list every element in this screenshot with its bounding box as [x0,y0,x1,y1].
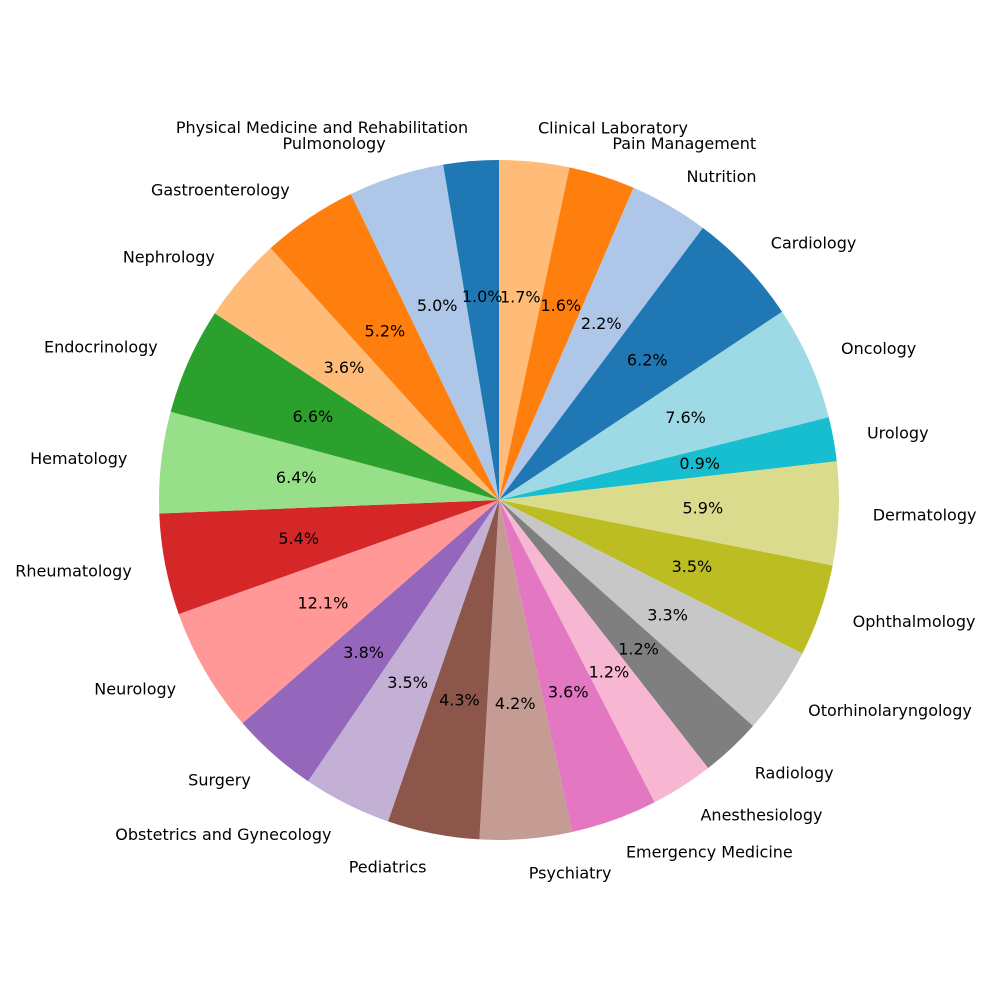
slice-percent-label: 3.8% [343,643,384,662]
slice-category-label: Urology [867,424,929,443]
pie-slice [499,160,570,500]
pie-slice [499,500,655,833]
slice-percent-label: 1.7% [500,288,541,307]
slice-category-label: Psychiatry [529,863,612,882]
pie-slice [242,500,499,782]
slice-percent-label: 3.6% [324,358,365,377]
pie-slice [499,500,709,803]
pie-slice [159,411,500,514]
pie-slice [308,500,499,822]
pie-slice [499,417,837,500]
slice-percent-label: 5.9% [683,499,724,518]
slice-category-label: Cardiology [771,234,857,253]
slice-percent-label: 12.1% [297,593,348,612]
slice-category-label: Anesthesiology [700,806,822,825]
pie-slice [170,313,500,500]
pie-slice [499,500,833,654]
slice-percent-label: 0.9% [679,454,720,473]
slice-category-label: Pulmonology [283,134,386,153]
slice-percent-label: 1.0% [462,287,503,306]
slice-percent-label: 5.4% [278,529,319,548]
slice-percent-label: 3.6% [548,682,589,701]
pie-slice [214,248,500,500]
pie-slice [499,500,803,726]
slice-category-label: Ophthalmology [853,612,976,631]
slice-category-label: Pain Management [612,134,756,153]
slice-category-label: Radiology [755,763,834,782]
slice-category-label: Hematology [30,449,127,468]
pie-slice [350,164,499,500]
pie-slice [387,500,499,840]
slice-percent-label: 4.2% [495,694,536,713]
slice-category-label: Emergency Medicine [626,842,793,861]
slice-percent-label: 5.2% [365,321,406,340]
slice-category-label: Obstetrics and Gynecology [115,825,331,844]
pie-slice [499,187,703,500]
slice-category-label: Rheumatology [15,562,132,581]
slice-category-label: Pediatrics [349,857,427,876]
slice-percent-label: 5.0% [417,296,458,315]
slice-category-label: Neurology [94,679,176,698]
pie-slice [499,311,829,500]
slice-percent-label: 6.4% [276,468,317,487]
slice-percent-label: 3.5% [672,557,713,576]
pie-slice [499,461,839,566]
slice-category-label: Dermatology [873,505,977,524]
slice-percent-label: 7.6% [665,408,706,427]
slice-category-label: Otorhinolaryngology [808,701,972,720]
slice-category-label: Endocrinology [44,337,158,356]
pie-slice [159,500,499,615]
slice-percent-label: 3.3% [647,605,688,624]
slice-category-label: Nephrology [123,247,215,266]
pie-slice [499,167,634,501]
slice-percent-label: 3.5% [387,673,428,692]
slice-category-label: Physical Medicine and Rehabilitation [176,118,468,137]
slice-category-label: Surgery [188,770,251,789]
pie-slice [270,193,499,500]
slice-category-label: Oncology [841,339,916,358]
slice-percent-label: 6.6% [293,407,334,426]
slice-percent-label: 6.2% [627,350,668,369]
slice-percent-label: 4.3% [439,691,480,710]
pie-slice [479,500,573,840]
slice-category-label: Nutrition [686,167,756,186]
slice-category-label: Gastroenterology [151,180,290,199]
pie-slice [499,227,783,500]
slice-percent-label: 1.6% [540,296,581,315]
pie-slice [178,500,499,724]
pie-slices [159,160,839,840]
slice-percent-label: 1.2% [618,639,659,658]
pie-slice [499,500,754,769]
pie-slice [443,160,499,500]
slice-percent-label: 2.2% [581,314,622,333]
slice-percent-label: 1.2% [589,662,630,681]
pie-percent-labels: 1.7%1.6%2.2% 6.2% 7.6% 0.9% 5.9% 3.5% 3.3% 1.2%… [276,287,723,713]
slice-category-label: Clinical Laboratory [538,119,688,138]
